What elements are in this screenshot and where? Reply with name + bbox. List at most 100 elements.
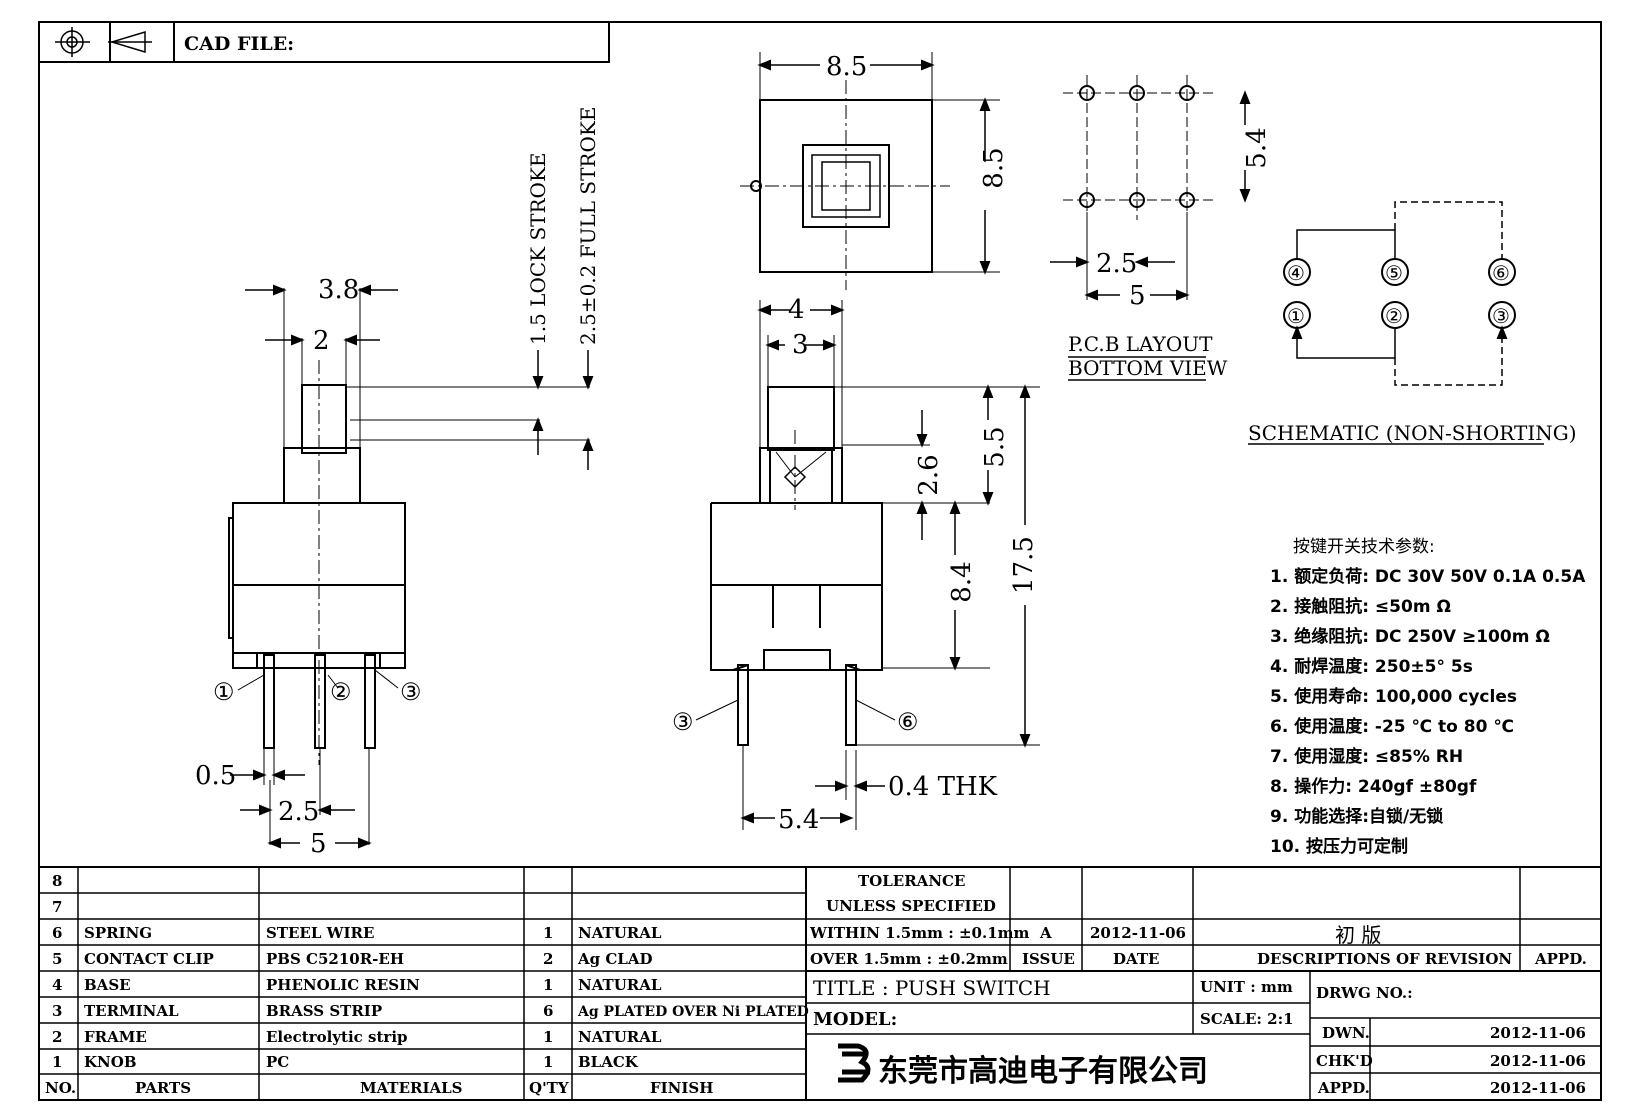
issue-value: A	[1039, 924, 1052, 942]
bom-finish: Ag PLATED OVER Ni PLATED	[577, 1004, 809, 1020]
full-stroke-label: 2.5±0.2 FULL STROKE	[576, 107, 600, 345]
bom-table	[39, 866, 1601, 1100]
descriptions-header: DESCRIPTIONS OF REVISION	[1257, 950, 1512, 968]
unit-label: UNIT : mm	[1200, 978, 1293, 996]
side-view	[228, 284, 594, 849]
drawing-border	[38, 21, 1602, 1101]
bom-no: 7	[52, 898, 62, 916]
bom-no: 4	[52, 976, 62, 994]
spec-item: 7. 使用湿度: ≤85% RH	[1270, 746, 1463, 767]
spec-title: 按键开关技术参数:	[1293, 537, 1435, 557]
bom-no: 5	[52, 950, 62, 968]
bom-part: BASE	[84, 976, 131, 994]
spec-item: 1. 额定负荷: DC 30V 50V 0.1A 0.5A	[1270, 566, 1586, 587]
projection-symbol-icon	[55, 27, 152, 57]
issue-header: ISSUE	[1022, 950, 1075, 968]
pcb-layout	[1050, 75, 1251, 381]
bom-material: STEEL WIRE	[266, 924, 374, 942]
top-view	[740, 52, 1000, 290]
side-pin-2: ②	[330, 678, 352, 706]
side-pin-3: ③	[400, 678, 422, 706]
schematic-title: SCHEMATIC (NON-SHORTING)	[1248, 421, 1577, 445]
bom-part: KNOB	[84, 1053, 137, 1071]
date-value: 2012-11-06	[1090, 924, 1186, 942]
chkd-label: CHK'D	[1316, 1052, 1373, 1070]
bom-no: 2	[52, 1028, 62, 1046]
bom-qty: 1	[543, 1028, 553, 1046]
bottom-view-label: BOTTOM VIEW	[1068, 356, 1228, 380]
pin-span-dim: 5	[310, 829, 327, 859]
spec-item: 2. 接触阻抗: ≤50m Ω	[1270, 596, 1451, 617]
front-dim-5-4: 5.4	[778, 805, 819, 835]
bom-header-materials: MATERIALS	[360, 1079, 463, 1097]
pcb-layout-label: P.C.B LAYOUT	[1068, 332, 1213, 356]
side-dim-3-8: 3.8	[318, 275, 359, 305]
spec-item: 8. 操作力: 240gf ±80gf	[1270, 776, 1477, 797]
schematic-pin-2: ②	[1385, 304, 1403, 328]
title-block	[806, 867, 1601, 1100]
bom-finish: BLACK	[578, 1053, 639, 1071]
revision-description: 初 版	[1335, 923, 1381, 947]
appd-label: APPD.	[1317, 1079, 1370, 1097]
front-dim-8-4: 8.4	[947, 561, 977, 602]
bom-header-parts: PARTS	[135, 1079, 191, 1097]
bom-finish: Ag CLAD	[577, 950, 652, 968]
spec-list: 按键开关技术参数: 1. 额定负荷: DC 30V 50V 0.1A 0.5A …	[1270, 537, 1586, 857]
tolerance-subtitle: UNLESS SPECIFIED	[826, 897, 996, 915]
bom-qty: 1	[543, 924, 553, 942]
bom-qty: 6	[543, 1002, 553, 1020]
company-name: 东莞市高迪电子有限公司	[878, 1054, 1208, 1089]
bom-no: 8	[52, 872, 62, 890]
header-box: CAD FILE:	[38, 21, 610, 63]
side-pin-1: ①	[213, 678, 235, 706]
tolerance-over: OVER 1.5mm : ±0.2mm	[810, 950, 1008, 968]
schematic-pin-5: ⑤	[1385, 261, 1403, 285]
scale-label: SCALE: 2:1	[1200, 1010, 1294, 1028]
bom-part: FRAME	[84, 1028, 147, 1046]
front-pin-3: ③	[672, 708, 694, 736]
spec-item: 3. 绝缘阻抗: DC 250V ≥100m Ω	[1270, 626, 1550, 647]
tolerance-within: WITHIN 1.5mm : ±0.1mm	[809, 924, 1030, 942]
bom-no: 6	[52, 924, 62, 942]
bom-material: BRASS STRIP	[266, 1002, 382, 1020]
cad-file-label: CAD FILE:	[184, 33, 294, 55]
bom-header-qty: Q'TY	[529, 1079, 569, 1097]
bom-part: TERMINAL	[84, 1002, 179, 1020]
bom-material: PC	[266, 1053, 289, 1071]
bom-finish: NATURAL	[578, 1028, 662, 1046]
front-dim-5-5: 5.5	[980, 426, 1010, 467]
model-label: MODEL:	[813, 1009, 897, 1030]
pcb-dim-5-4: 5.4	[1242, 127, 1272, 168]
bom-qty: 1	[543, 1053, 553, 1071]
bom-material: Electrolytic strip	[266, 1028, 408, 1046]
schematic	[1248, 201, 1544, 445]
company-logo-icon	[838, 1043, 871, 1083]
spec-item: 9. 功能选择:自锁/无锁	[1270, 806, 1443, 827]
front-view	[695, 300, 1040, 830]
side-dim-2: 2	[313, 326, 330, 356]
schematic-pin-3: ③	[1492, 304, 1510, 328]
bom-part: CONTACT CLIP	[84, 950, 214, 968]
front-pin-6: ⑥	[897, 708, 919, 736]
lock-stroke-label: 1.5 LOCK STROKE	[526, 153, 550, 345]
date-header: DATE	[1113, 950, 1159, 968]
schematic-pin-6: ⑥	[1492, 261, 1510, 285]
top-height-dim: 8.5	[979, 147, 1009, 188]
bom-finish: NATURAL	[578, 924, 662, 942]
schematic-pin-1: ①	[1287, 304, 1305, 328]
bom-qty: 2	[543, 950, 553, 968]
front-dim-4: 4	[788, 295, 805, 325]
front-dim-17-5: 17.5	[1009, 536, 1039, 594]
pin-width-dim: 0.5	[195, 761, 236, 791]
appd-header: APPD.	[1534, 950, 1587, 968]
bom-header-no: NO.	[45, 1079, 76, 1097]
front-dim-2-6: 2.6	[914, 454, 944, 495]
schematic-pin-4: ④	[1287, 261, 1305, 285]
appd-date: 2012-11-06	[1490, 1079, 1586, 1097]
dwn-label: DWN.	[1322, 1024, 1370, 1042]
spec-item: 5. 使用寿命: 100,000 cycles	[1270, 686, 1517, 707]
top-width-dim: 8.5	[826, 52, 867, 82]
bom-text: 8 7 6 SPRING STEEL WIRE 1 NATURAL 5 CONT…	[45, 872, 809, 1097]
front-dim-3: 3	[792, 330, 809, 360]
bom-qty: 1	[543, 976, 553, 994]
